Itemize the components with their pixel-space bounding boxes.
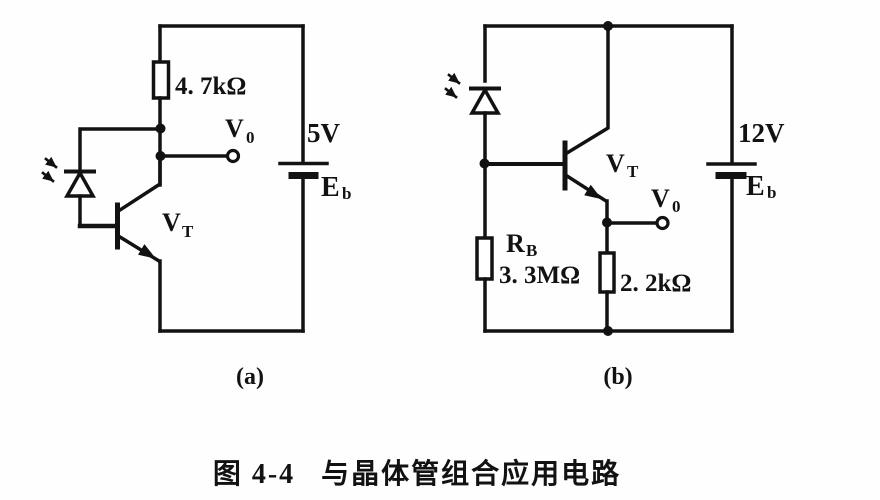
battery-symbol [278,161,329,179]
load-resistor-value-label: 2. 2kΩ [620,270,691,297]
base-resistor-value-label: 3. 3MΩ [499,262,580,289]
supply-voltage-label: 5V [307,118,341,148]
emitter-arrow-icon [138,244,156,259]
output-label-sub: 0 [672,197,681,216]
resistor-symbol [598,251,616,294]
output-terminal [655,215,670,231]
transistor-symbol [115,158,162,264]
junction-dot [602,217,612,228]
subfigure-label: (b) [603,364,632,390]
resistor-value-label: 4. 7kΩ [175,73,246,100]
resistor-symbol [151,60,171,100]
light-arrow-icon [41,170,55,183]
output-terminal [225,148,241,164]
light-arrow-icon [444,86,458,99]
diode-triangle [469,86,501,115]
photodiode-symbol [41,156,96,198]
battery-name-sub: b [342,184,351,203]
base-resistor-name-label: R [506,229,525,258]
emitter-arrow-icon [584,184,602,200]
figure-number: 图 4-4 [212,459,296,490]
diode-triangle [64,169,96,198]
battery-name-label: E [746,171,765,202]
photodiode-symbol [444,72,501,115]
output-label: V [225,114,244,143]
battery-name-label: E [321,172,340,203]
base-resistor-name-sub: B [526,241,537,260]
output-label: V [651,184,670,213]
transistor-symbol [562,29,610,204]
light-arrow-icon [44,156,58,169]
circuit-a: 4. 7kΩ V 0 5V E b V T (a) [41,24,351,390]
figure-title: 与晶体管组合应用电路 [321,459,622,490]
transistor-label-sub: T [182,222,194,241]
output-label-sub: 0 [246,128,255,147]
supply-voltage-label: 12V [738,118,785,148]
circuit-b: R B 3. 3MΩ 2. 2kΩ V T V 0 12V E b (b) [444,21,785,390]
transistor-label-sub: T [627,162,639,181]
figure-caption: 图 4-4 与晶体管组合应用电路 [0,452,834,492]
subfigure-label: (a) [236,364,264,390]
circuit-diagram: 4. 7kΩ V 0 5V E b V T (a) [41,21,785,390]
transistor-label: V [606,149,625,178]
resistor-symbol [475,236,494,281]
battery-name-sub: b [767,183,776,202]
transistor-collector [117,158,162,213]
light-arrow-icon [447,72,461,85]
battery-symbol [706,162,757,179]
junction-dot [155,151,166,161]
transistor-collector [564,29,610,156]
wire-photodiode-top [78,127,162,172]
transistor-label: V [162,208,181,237]
junction-dot [603,21,613,31]
